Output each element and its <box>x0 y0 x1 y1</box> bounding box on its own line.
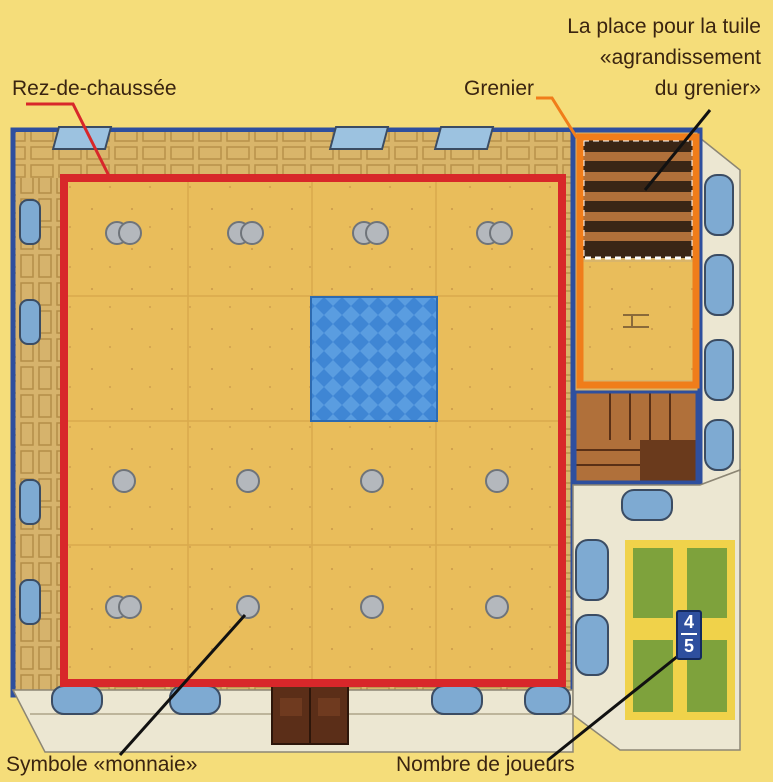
coin-icon <box>237 470 259 492</box>
double-coin-icon <box>106 596 141 618</box>
facade-window <box>525 686 570 714</box>
player-count-max: 5 <box>678 636 700 656</box>
coin-icon <box>237 596 259 618</box>
coin-icon <box>486 470 508 492</box>
double-coin-icon <box>228 222 263 244</box>
double-coin-icon <box>477 222 512 244</box>
coin-icon <box>113 470 135 492</box>
double-coin-icon <box>106 222 141 244</box>
coin-icon <box>361 596 383 618</box>
attic-extension-slot <box>583 140 693 258</box>
right-side-wall <box>700 138 740 485</box>
double-coin-icon <box>353 222 388 244</box>
attic <box>573 130 700 485</box>
facade-window <box>432 686 482 714</box>
staircase <box>575 392 697 482</box>
player-count-badge: 4 5 <box>676 610 702 660</box>
garden-annex <box>573 470 740 750</box>
front-door <box>272 686 348 744</box>
facade-window <box>52 686 102 714</box>
player-count-min: 4 <box>678 612 700 632</box>
coin-icon <box>361 470 383 492</box>
house-front-facade <box>13 686 573 752</box>
coin-icon <box>486 596 508 618</box>
pool-tile <box>311 297 437 421</box>
